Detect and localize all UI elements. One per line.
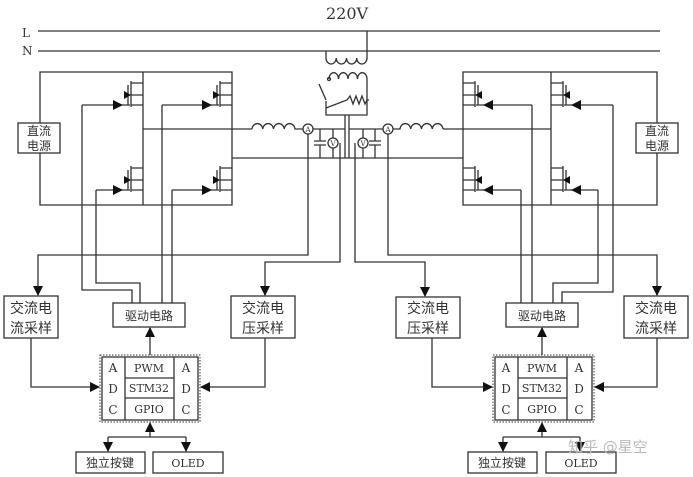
mosfet-2	[113, 166, 143, 195]
mosfet-5	[463, 81, 493, 110]
mosfet-8	[551, 166, 581, 195]
keys-left: 独立按键	[75, 451, 146, 474]
svg-text:V: V	[359, 140, 366, 148]
svg-text:STM32: STM32	[522, 382, 562, 395]
oled-right: OLED	[545, 451, 617, 474]
gate-arrow	[483, 185, 493, 195]
svg-text:OLED: OLED	[564, 457, 597, 470]
right-h-bridge	[443, 71, 658, 303]
gate-arrow	[483, 100, 493, 110]
svg-text:V: V	[329, 140, 336, 148]
svg-text:直流: 直流	[27, 124, 51, 138]
mosfet-3	[202, 81, 232, 110]
svg-text:STM32: STM32	[129, 382, 169, 395]
driver-circuit-right: 驱动电路	[505, 302, 579, 328]
svg-text:交流电: 交流电	[242, 300, 284, 317]
keys-right: 独立按键	[467, 451, 538, 474]
svg-text:驱动电路: 驱动电路	[518, 308, 566, 323]
svg-text:D: D	[181, 382, 191, 396]
stm32-left: A D C A D C PWM STM32 GPIO	[99, 354, 201, 423]
stm32-right: A D C A D C PWM STM32 GPIO	[492, 354, 595, 423]
svg-text:A: A	[574, 361, 584, 375]
isolation-transformer	[318, 31, 369, 158]
dc-source-right: 直流 电源	[635, 122, 679, 154]
mosfet-4	[202, 166, 232, 195]
oled-left: OLED	[152, 451, 224, 474]
svg-text:A: A	[108, 361, 118, 375]
svg-text:流采样: 流采样	[10, 321, 52, 337]
driver-circuit-left: 驱动电路	[112, 302, 186, 328]
gate-arrow	[113, 100, 123, 110]
svg-text:GPIO: GPIO	[134, 403, 164, 416]
ammeter-left: A	[302, 123, 314, 135]
svg-text:A: A	[501, 361, 511, 375]
dc-source-left: 直流 电源	[17, 122, 61, 154]
svg-text:D: D	[501, 382, 511, 396]
switch	[318, 83, 327, 101]
voltmeter-left: V	[327, 137, 339, 149]
inductor-right	[392, 123, 444, 130]
gate-arrow	[202, 100, 212, 110]
current-sampling-left: 交流电 流采样	[3, 295, 59, 339]
svg-text:电源: 电源	[27, 139, 51, 153]
mosfet-6	[463, 166, 493, 195]
svg-text:C: C	[501, 403, 510, 417]
gate-arrow	[571, 185, 581, 195]
neutral-line-label: N	[22, 44, 33, 58]
resistor	[325, 94, 369, 109]
capacitor-left	[314, 129, 326, 158]
supply-voltage-label: 220V	[326, 4, 369, 23]
live-line-label: L	[22, 26, 30, 40]
watermark: 知乎 @星空	[568, 438, 648, 456]
svg-text:PWM: PWM	[134, 362, 164, 375]
voltmeter-right: V	[357, 137, 369, 149]
svg-text:PWM: PWM	[527, 362, 557, 375]
svg-text:独立按键: 独立按键	[478, 455, 526, 470]
ammeter-right: A	[382, 123, 394, 135]
left-h-bridge	[39, 71, 463, 303]
svg-text:C: C	[108, 403, 117, 417]
inductor-left	[251, 123, 303, 130]
svg-text:压采样: 压采样	[407, 321, 449, 337]
svg-text:交流电: 交流电	[10, 300, 52, 317]
gate-arrow	[571, 100, 581, 110]
mosfet-1	[113, 81, 143, 110]
svg-text:驱动电路: 驱动电路	[125, 308, 173, 323]
svg-text:A: A	[181, 361, 191, 375]
gate-arrow	[113, 185, 123, 195]
gate-arrow	[202, 185, 212, 195]
svg-text:交流电: 交流电	[407, 300, 449, 317]
svg-text:C: C	[181, 403, 190, 417]
mosfet-7	[551, 81, 581, 110]
svg-text:独立按键: 独立按键	[86, 455, 134, 470]
voltage-sampling-right: 交流电 压采样	[395, 296, 461, 339]
svg-text:A: A	[384, 126, 391, 134]
svg-text:OLED: OLED	[171, 457, 204, 470]
svg-text:流采样: 流采样	[635, 321, 677, 337]
svg-text:D: D	[108, 382, 118, 396]
svg-text:GPIO: GPIO	[527, 403, 557, 416]
capacitor-right	[369, 129, 381, 158]
voltage-sampling-left: 交流电 压采样	[230, 295, 296, 339]
svg-text:D: D	[574, 382, 584, 396]
current-sampling-right: 交流电 流采样	[623, 295, 689, 339]
svg-text:A: A	[304, 126, 311, 134]
svg-text:直流: 直流	[645, 124, 669, 138]
svg-text:压采样: 压采样	[242, 321, 284, 337]
svg-text:C: C	[574, 403, 583, 417]
svg-text:交流电: 交流电	[635, 300, 677, 317]
svg-text:电源: 电源	[645, 139, 669, 153]
